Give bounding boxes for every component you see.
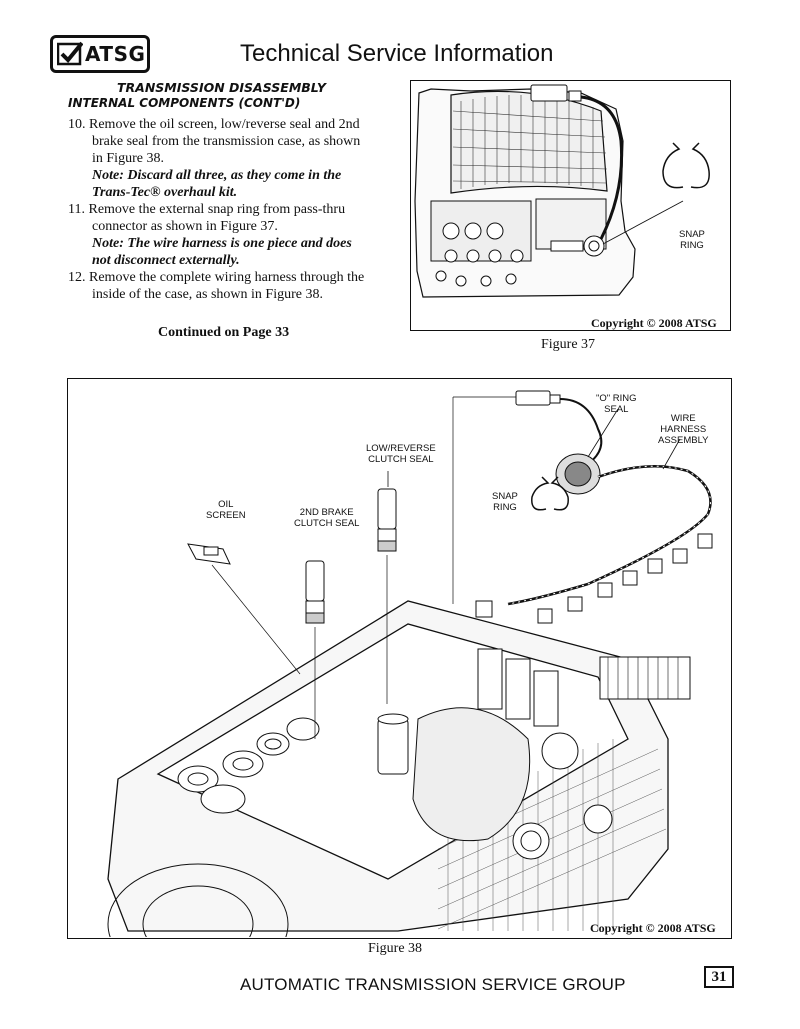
step-text: Remove the complete wiring harness throu… xyxy=(89,270,365,302)
step-12: 12. Remove the complete wiring harness t… xyxy=(68,269,368,303)
transmission-connector-illustration xyxy=(414,84,710,298)
low-reverse-callout: LOW/REVERSE CLUTCH SEAL xyxy=(366,443,436,465)
figure-37-caption: Figure 37 xyxy=(541,337,596,352)
logo-text: ATSG xyxy=(85,42,146,66)
step-11: 11. Remove the external snap ring from p… xyxy=(68,201,368,269)
page-title: Technical Service Information xyxy=(240,40,554,67)
step-10: 10. Remove the oil screen, low/reverse s… xyxy=(68,116,368,201)
page-number: 31 xyxy=(704,966,734,988)
figure-37-frame: SNAP RING Copyright © 2008 ATSG xyxy=(410,80,731,331)
oil-screen-callout: OIL SCREEN xyxy=(206,499,246,521)
atsg-logo: ATSG xyxy=(50,35,150,73)
section-subtitle: INTERNAL COMPONENTS (CONT'D) xyxy=(68,96,301,110)
snap-ring-callout: SNAP RING xyxy=(492,491,518,513)
figure-37-copyright: Copyright © 2008 ATSG xyxy=(591,316,717,330)
continued-note: Continued on Page 33 xyxy=(158,325,290,340)
transmission-case-exploded-illustration xyxy=(107,390,713,937)
figure-38-copyright: Copyright © 2008 ATSG xyxy=(590,921,716,935)
step-number: 10. xyxy=(68,117,86,132)
o-ring-seal-callout: "O" RING SEAL xyxy=(596,393,637,415)
step-number: 12. xyxy=(68,270,86,285)
snap-ring-callout: SNAP RING xyxy=(679,229,705,251)
checkmark-icon xyxy=(57,41,83,66)
figure-38-frame: "O" RING SEAL WIRE HARNESS ASSEMBLY LOW/… xyxy=(67,378,732,939)
procedure-steps: 10. Remove the oil screen, low/reverse s… xyxy=(68,116,368,303)
step-text: Remove the oil screen, low/reverse seal … xyxy=(89,117,361,166)
step-note: Note: The wire harness is one piece and … xyxy=(92,236,352,268)
step-note: Note: Discard all three, as they come in… xyxy=(92,168,342,200)
footer-text: AUTOMATIC TRANSMISSION SERVICE GROUP xyxy=(240,975,626,994)
figure-38-caption: Figure 38 xyxy=(368,941,423,956)
step-text: Remove the external snap ring from pass-… xyxy=(88,202,346,234)
wire-harness-callout: WIRE HARNESS ASSEMBLY xyxy=(658,413,709,446)
section-title: TRANSMISSION DISASSEMBLY xyxy=(117,80,326,95)
step-number: 11. xyxy=(68,202,85,217)
second-brake-callout: 2ND BRAKE CLUTCH SEAL xyxy=(294,507,360,529)
